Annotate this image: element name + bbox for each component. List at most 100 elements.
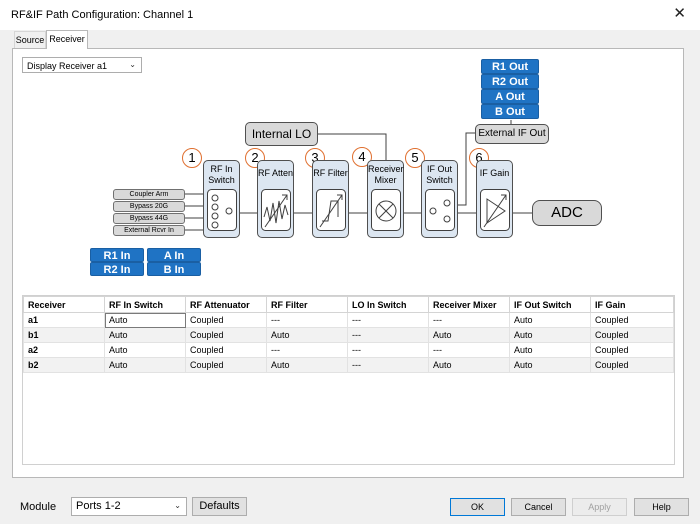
tab-receiver[interactable]: Receiver xyxy=(46,30,88,49)
table-cell[interactable]: --- xyxy=(347,327,429,343)
row-header: b1 xyxy=(23,327,105,343)
table-cell[interactable]: Auto xyxy=(266,327,348,343)
table-cell[interactable]: Coupled xyxy=(185,327,267,343)
display-receiver-select[interactable]: Display Receiver a1 ⌄ xyxy=(22,57,142,73)
rf-in-switch-label: RF In Switch xyxy=(208,164,235,185)
input-bypass-20g: Bypass 20G xyxy=(113,201,185,212)
a-in-button[interactable]: A In xyxy=(147,248,201,262)
row-header: b2 xyxy=(23,357,105,373)
receiver-settings-table: Receiver RF In Switch RF Attenuator RF F… xyxy=(23,296,674,373)
r1-out-button[interactable]: R1 Out xyxy=(481,59,539,74)
table-cell[interactable]: --- xyxy=(428,312,510,328)
table-cell[interactable]: --- xyxy=(428,342,510,358)
table-cell[interactable]: Auto xyxy=(104,312,186,328)
table-cell[interactable]: Coupled xyxy=(590,327,674,343)
table-cell[interactable]: --- xyxy=(347,342,429,358)
rf-filter-label: RF Filter xyxy=(313,168,348,178)
row-header: a2 xyxy=(23,342,105,358)
column-header: Receiver xyxy=(23,296,105,313)
table-cell[interactable]: Auto xyxy=(428,327,510,343)
adc-block: ADC xyxy=(532,200,602,226)
module-label: Module xyxy=(20,501,57,513)
table-row: a1 Auto Coupled --- --- --- Auto Coupled xyxy=(23,312,674,328)
table-cell[interactable]: --- xyxy=(266,312,348,328)
table-cell[interactable]: Auto xyxy=(104,357,186,373)
ok-button[interactable]: OK xyxy=(450,498,505,516)
receiver-mixer-label: Receiver Mixer xyxy=(368,164,404,185)
column-header: RF In Switch xyxy=(104,296,186,313)
chevron-down-icon: ⌄ xyxy=(174,501,181,510)
b-in-button[interactable]: B In xyxy=(147,262,201,276)
stage-number-2: 2 xyxy=(245,148,265,168)
switch-icon xyxy=(207,189,237,231)
if-out-switch-block[interactable]: IF Out Switch xyxy=(421,160,458,238)
r1-in-button[interactable]: R1 In xyxy=(90,248,144,262)
display-receiver-value: Display Receiver a1 xyxy=(27,61,108,71)
amplifier-icon xyxy=(480,189,510,231)
attenuator-icon xyxy=(261,189,291,231)
title-bar: RF&IF Path Configuration: Channel 1 ✕ xyxy=(0,0,700,30)
row-header: a1 xyxy=(23,312,105,328)
column-header: IF Gain xyxy=(590,296,674,313)
table-cell[interactable]: Auto xyxy=(266,357,348,373)
column-header: LO In Switch xyxy=(347,296,429,313)
if-out-switch-label: IF Out Switch xyxy=(426,164,453,185)
window-title: RF&IF Path Configuration: Channel 1 xyxy=(11,9,194,21)
table-cell[interactable]: Auto xyxy=(104,327,186,343)
mixer-icon xyxy=(371,189,401,231)
filter-icon xyxy=(316,189,346,231)
table-row: b2 Auto Coupled Auto --- Auto Auto Coupl… xyxy=(23,357,674,373)
table-cell[interactable]: Coupled xyxy=(185,357,267,373)
external-if-out-block: External IF Out xyxy=(475,124,549,144)
rf-filter-block[interactable]: RF Filter xyxy=(312,160,349,238)
table-cell[interactable]: Coupled xyxy=(590,312,674,328)
if-gain-block[interactable]: IF Gain xyxy=(476,160,513,238)
input-external-rcvr-in: External Rcvr In xyxy=(113,225,185,236)
table-cell[interactable]: Auto xyxy=(428,357,510,373)
column-header: RF Attenuator xyxy=(185,296,267,313)
r2-in-button[interactable]: R2 In xyxy=(90,262,144,276)
if-gain-label: IF Gain xyxy=(479,168,510,178)
column-header: Receiver Mixer xyxy=(428,296,510,313)
b-out-button[interactable]: B Out xyxy=(481,104,539,119)
close-icon[interactable]: ✕ xyxy=(673,5,686,22)
table-cell[interactable]: --- xyxy=(347,357,429,373)
a-out-button[interactable]: A Out xyxy=(481,89,539,104)
table-cell[interactable]: --- xyxy=(266,342,348,358)
cancel-button[interactable]: Cancel xyxy=(511,498,566,516)
table-cell[interactable]: Auto xyxy=(509,357,591,373)
table-cell[interactable]: --- xyxy=(347,312,429,328)
column-header: RF Filter xyxy=(266,296,348,313)
table-cell[interactable]: Auto xyxy=(509,342,591,358)
stage-number-1: 1 xyxy=(182,148,202,168)
internal-lo-block: Internal LO xyxy=(245,122,318,146)
table-cell[interactable]: Auto xyxy=(104,342,186,358)
table-row: b1 Auto Coupled Auto --- Auto Auto Coupl… xyxy=(23,327,674,343)
table-cell[interactable]: Auto xyxy=(509,327,591,343)
receiver-mixer-block[interactable]: Receiver Mixer xyxy=(367,160,404,238)
chevron-down-icon: ⌄ xyxy=(129,60,136,69)
apply-button[interactable]: Apply xyxy=(572,498,627,516)
rf-atten-block[interactable]: RF Atten xyxy=(257,160,294,238)
table-header-row: Receiver RF In Switch RF Attenuator RF F… xyxy=(23,296,674,313)
rf-atten-label: RF Atten xyxy=(258,168,294,178)
module-select[interactable]: Ports 1-2 ⌄ xyxy=(71,497,187,516)
tab-source[interactable]: Source xyxy=(14,31,46,48)
column-header: IF Out Switch xyxy=(509,296,591,313)
table-cell[interactable]: Coupled xyxy=(185,312,267,328)
table-cell[interactable]: Auto xyxy=(509,312,591,328)
table-cell[interactable]: Coupled xyxy=(185,342,267,358)
table-cell[interactable]: Coupled xyxy=(590,342,674,358)
defaults-button[interactable]: Defaults xyxy=(192,497,247,516)
switch-icon xyxy=(425,189,455,231)
module-select-value: Ports 1-2 xyxy=(76,500,121,512)
stage-number-5: 5 xyxy=(405,148,425,168)
r2-out-button[interactable]: R2 Out xyxy=(481,74,539,89)
input-bypass-44g: Bypass 44G xyxy=(113,213,185,224)
help-button[interactable]: Help xyxy=(634,498,689,516)
table-row: a2 Auto Coupled --- --- --- Auto Coupled xyxy=(23,342,674,358)
input-coupler-arm: Coupler Arm xyxy=(113,189,185,200)
rf-in-switch-block[interactable]: RF In Switch xyxy=(203,160,240,238)
table-cell[interactable]: Coupled xyxy=(590,357,674,373)
